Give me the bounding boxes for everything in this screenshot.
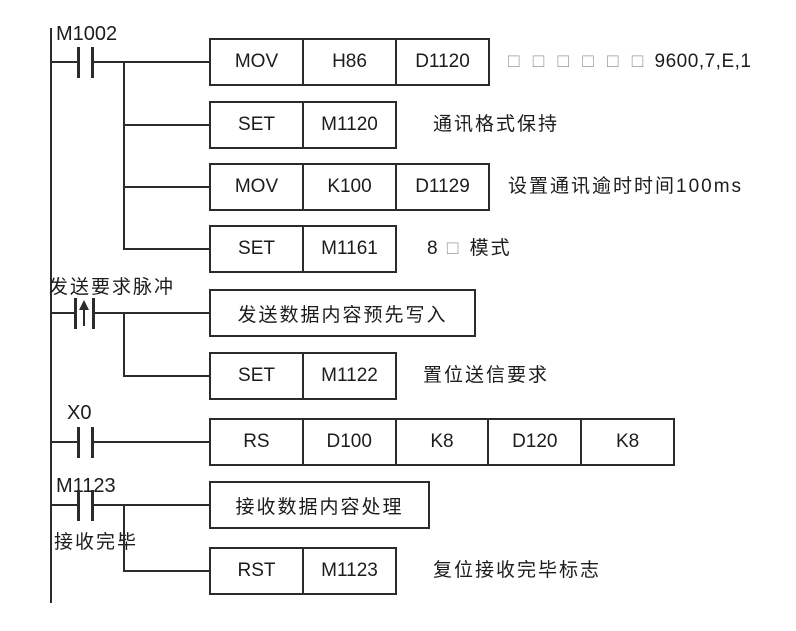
instruction-operand: M1120	[321, 114, 378, 135]
contact-bar-icon	[92, 298, 95, 329]
action-box-text: 接收数据内容处理	[235, 496, 404, 518]
wire	[123, 504, 125, 572]
missing-glyph-box: □	[446, 238, 463, 259]
comment-set-send-request: 置位送信要求	[423, 365, 550, 386]
contact-label-x0: X0	[67, 402, 92, 424]
instruction-box-mov-k100-d1129: MOV K100 D1129	[209, 163, 490, 211]
instruction-box-set-m1122: SET M1122	[209, 352, 397, 400]
contact-label-m1123: M1123	[56, 475, 116, 497]
instruction-mnemonic: MOV	[211, 40, 304, 84]
instruction-mnemonic: RS	[211, 420, 304, 464]
wire	[94, 61, 209, 63]
contact-bar-icon	[77, 47, 80, 78]
contact-label-m1002: M1002	[56, 23, 118, 45]
contact-bar-icon	[91, 427, 94, 458]
instruction-operand: K8	[397, 420, 490, 464]
wire	[94, 504, 209, 506]
wire	[124, 375, 209, 377]
instruction-operand: D100	[304, 420, 397, 464]
contact-bar-icon	[77, 427, 80, 458]
instruction-operand: M1122	[321, 365, 378, 386]
instruction-mnemonic: SET	[211, 354, 304, 398]
comment-communication-format: □ □ □ □ □ □ 9600,7,E,1	[508, 50, 751, 74]
instruction-operand: D1120	[415, 51, 470, 72]
instruction-mnemonic: SET	[211, 227, 304, 271]
wire	[51, 312, 75, 314]
comment-format-hold: 通讯格式保持	[433, 114, 560, 135]
wire	[124, 570, 209, 572]
contact-bar-icon	[91, 490, 94, 521]
wire	[124, 248, 209, 250]
contact-sublabel-receive-complete: 接收完毕	[54, 532, 139, 553]
instruction-mnemonic: SET	[211, 103, 304, 147]
instruction-operand: M1123	[321, 560, 378, 581]
instruction-operand: D1129	[415, 176, 470, 197]
comment-8bit-mode: 8 □ 模式	[427, 237, 512, 261]
comment-text: 8	[427, 238, 440, 259]
wire	[51, 441, 78, 443]
action-box-process-received-data: 接收数据内容处理	[209, 481, 430, 529]
up-arrow-icon	[79, 300, 89, 310]
comment-timeout: 设置通讯逾时时间100ms	[508, 176, 744, 197]
instruction-box-rs: RS D100 K8 D120 K8	[209, 418, 675, 466]
instruction-box-set-m1120: SET M1120	[209, 101, 397, 149]
instruction-operand: H86	[304, 40, 397, 84]
contact-label-send-request-pulse: 发送要求脉冲	[49, 277, 176, 298]
contact-bar-icon	[74, 298, 77, 329]
contact-bar-icon	[77, 490, 80, 521]
wire	[94, 441, 209, 443]
wire	[124, 186, 209, 188]
up-arrow-stem	[83, 308, 85, 326]
comment-reset-receive-flag: 复位接收完毕标志	[433, 560, 602, 581]
instruction-operand: M1161	[321, 238, 378, 259]
comment-text: 模式	[469, 238, 512, 259]
wire	[95, 312, 209, 314]
instruction-box-rst-m1123: RST M1123	[209, 547, 397, 595]
instruction-mnemonic: MOV	[211, 165, 304, 209]
contact-bar-icon	[91, 47, 94, 78]
missing-glyph-boxes: □ □ □ □ □ □	[508, 51, 648, 72]
wire	[51, 61, 78, 63]
action-box-text: 发送数据内容预先写入	[237, 304, 448, 326]
wire	[123, 312, 125, 377]
instruction-operand: K100	[304, 165, 397, 209]
instruction-operand: D120	[489, 420, 583, 464]
wire	[51, 504, 78, 506]
power-rail	[50, 28, 52, 603]
wire	[124, 124, 209, 126]
action-box-preload-send-data: 发送数据内容预先写入	[209, 289, 476, 337]
instruction-box-set-m1161: SET M1161	[209, 225, 397, 273]
comment-text: 9600,7,E,1	[654, 51, 752, 72]
wire	[123, 61, 125, 250]
instruction-box-mov-h86-d1120: MOV H86 D1120	[209, 38, 490, 86]
instruction-operand: K8	[615, 431, 640, 452]
instruction-mnemonic: RST	[211, 549, 304, 593]
